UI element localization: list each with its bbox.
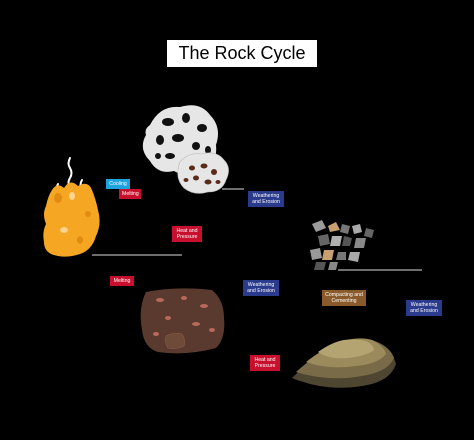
label-heat-pressure-bottom: Heat and Pressure (250, 355, 280, 371)
label-weathering-erosion-right: Weathering and Erosion (406, 300, 442, 316)
sedimentary-rock-icon (292, 338, 396, 388)
label-weathering-erosion-mid: Weathering and Erosion (243, 280, 279, 296)
label-cooling: Cooling (106, 179, 130, 189)
igneous-rock-icon (142, 105, 244, 194)
label-heat-pressure-top: Heat and Pressure (172, 226, 202, 242)
label-melting-left: Melting (110, 276, 134, 286)
magma-icon (43, 182, 100, 257)
diagram-title: The Rock Cycle (167, 40, 317, 67)
label-weathering-erosion-top: Weathering and Erosion (248, 191, 284, 207)
sediment-icon (310, 220, 422, 271)
label-compacting-cementing: Compacting and Cementing (322, 290, 366, 306)
metamorphic-rock-icon (140, 288, 225, 354)
label-melting-top: Melting (119, 189, 141, 199)
